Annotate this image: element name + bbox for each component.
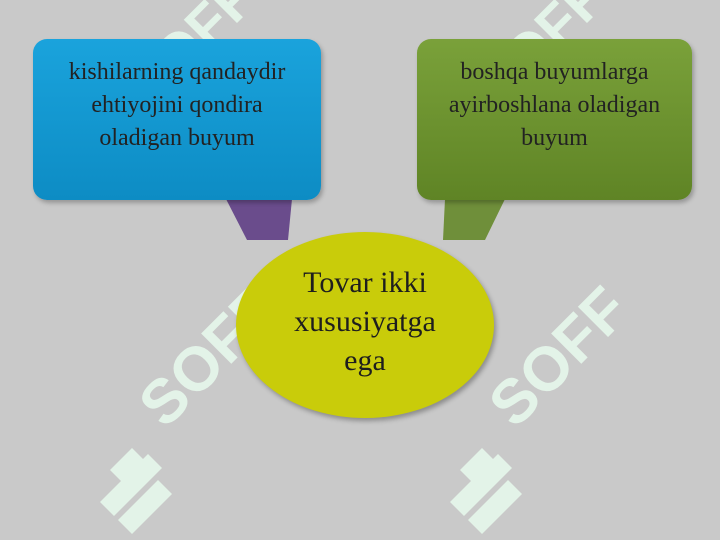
left-definition-box: kishilarning qandaydir ehtiyojini qondir… xyxy=(33,39,321,200)
center-text: Tovar ikki xususiyatga ega xyxy=(294,265,436,377)
center-ellipse: Tovar ikki xususiyatga ega xyxy=(236,232,494,418)
left-callout-pointer xyxy=(226,199,292,240)
left-definition-text: kishilarning qandaydir ehtiyojini qondir… xyxy=(68,59,286,151)
right-definition-text: boshqa buyumlarga ayirboshlana oladigan … xyxy=(448,59,661,151)
right-callout-pointer xyxy=(443,199,505,240)
right-definition-box: boshqa buyumlarga ayirboshlana oladigan … xyxy=(417,39,692,200)
